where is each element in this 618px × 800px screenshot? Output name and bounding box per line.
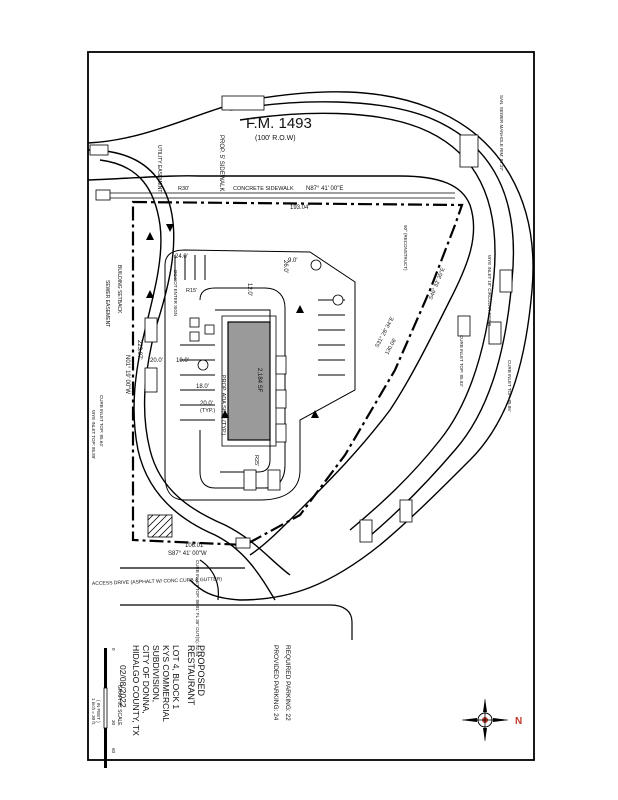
scale-30: 30 (111, 720, 116, 726)
scale-label: GRAPHIC SCALE (116, 685, 122, 726)
drive-thru-inner (215, 309, 271, 473)
graphic-scale: GRAPHIC SCALE ( IN FEET ) 1 inch = 30 ft… (91, 648, 122, 768)
traffic-arrows (146, 224, 319, 418)
title-block: PROPOSED RESTAURANT LOT 4, BLOCK 1 KYS C… (118, 645, 206, 736)
title-city: CITY OF DONNA, (141, 645, 151, 714)
dim-26: 26.0' (282, 260, 288, 273)
do-not-enter-label: DO NOT ENTER SIGN (173, 270, 178, 316)
parking-lot (164, 249, 356, 501)
drive-thru-lane (199, 287, 286, 489)
dim-9: 9.0' (288, 258, 298, 264)
title-sub-2: SUBDIVISION, (151, 645, 161, 702)
scale-60: 60 (111, 748, 116, 754)
roadway (87, 91, 534, 601)
dim-12: 12.0' (246, 283, 252, 296)
restaurant-building (227, 321, 271, 441)
sewer-easement-label: SEWER EASEMENT (104, 280, 110, 327)
south-bearing: S87° 41' 00"W (168, 551, 207, 557)
access-drive-lines (120, 559, 353, 640)
road-name: F.M. 1493 (246, 115, 312, 132)
curb-inlet-r1-label: CURB INLET TOP: 85.93' (459, 335, 464, 387)
wye-inlet-right-label: WYE INLET 18" CIRCULAR RISER (487, 255, 492, 327)
title-county: HIDALGO COUNTY, TX (131, 645, 141, 736)
dim-24: 24.0' (175, 254, 188, 260)
concrete-sidewalk (100, 192, 455, 199)
access-drive-label: ACCESS DRIVE (ASPHALT W/ CONC CURB & GUT… (92, 576, 223, 587)
provided-parking: PROVIDED PARKING: 24 (272, 645, 279, 721)
dim-r30: R30' (178, 186, 189, 192)
ada-sign-label: PROP. ADA SIGN (TYP.) (220, 375, 226, 435)
south-distance: 106.01' (185, 543, 205, 549)
scale-0: 0 (111, 648, 116, 651)
north-arrow: N (461, 698, 522, 742)
curb-inlet-bottom-label: CURB INLET TOP: 86.01' FL 36" OUT(S): 82… (195, 560, 200, 657)
dim-r25: R25' (253, 455, 259, 466)
building-outline (221, 315, 277, 447)
title-date: 02/08/2022 (118, 665, 128, 708)
dim-18: 18.0' (196, 384, 209, 390)
sheet-border (87, 51, 535, 761)
dim-typ: (TYP.) (200, 408, 215, 414)
left-drive-curve-2 (99, 159, 276, 601)
road-outer-edge (87, 91, 534, 601)
curb-inlet-r2-label: CURB INLET TOP: 85.86' (507, 360, 512, 412)
title-line-1: PROPOSED (196, 645, 206, 697)
dim-20: 20.0' (150, 358, 163, 364)
building-area-label: 2,184 SF (256, 368, 262, 393)
west-bearing: N01° 19' 00"W (124, 355, 130, 394)
north-distance: 193.04' (290, 205, 310, 211)
ninety-deg-label: 90° (RECONSTRUCT) (403, 225, 408, 271)
north-letter: N (515, 716, 522, 727)
concrete-sidewalk-label: CONCRETE SIDEWALK (233, 186, 294, 192)
se-distance: 130.06' (384, 337, 398, 356)
site-symbols (197, 259, 344, 371)
title-sub-1: KYS COMMERCIAL (161, 645, 171, 722)
manhole-label: SAN. SEWER MANHOLE RIM: 87.37' (499, 95, 504, 171)
road-row: (100' R.O.W) (255, 135, 296, 142)
title-lot: LOT 4, BLOCK 1 (171, 645, 181, 709)
curb-inlet-left-label: CURB INLET TOP: 85.64' (99, 395, 104, 447)
parking-curb (164, 249, 356, 501)
vehicles (89, 95, 513, 549)
dim-20b: 20.0' (200, 401, 213, 407)
road-median-line-2 (239, 112, 496, 531)
scale-ratio: 1 inch = 30 ft. (91, 698, 96, 725)
north-bearing: N87° 41' 00"E (306, 186, 343, 192)
scale-sub: ( IN FEET ) (96, 700, 101, 723)
dumpster-pad (147, 514, 173, 538)
prop-sidewalk-label: PROP. 5' SIDEWALK (218, 135, 224, 192)
ada-stalls (189, 317, 215, 342)
wye-inlet-label: WYE INLET TOP: 85.89' (91, 410, 96, 459)
utility-easement-label: UTILITY EASEMENT (156, 145, 162, 192)
dim-10: 10.0' (176, 358, 189, 364)
road-inner-edge (87, 175, 475, 556)
property-boundary (131, 200, 464, 547)
required-parking: REQUIRED PARKING: 22 (284, 645, 291, 721)
building-setback-label: BUILDING SETBACK (116, 265, 122, 314)
road-median-line-1 (229, 101, 515, 541)
west-distance: 223.07' (136, 340, 142, 360)
dim-r15: R15' (186, 288, 197, 294)
title-line-2: RESTAURANT (186, 645, 196, 706)
